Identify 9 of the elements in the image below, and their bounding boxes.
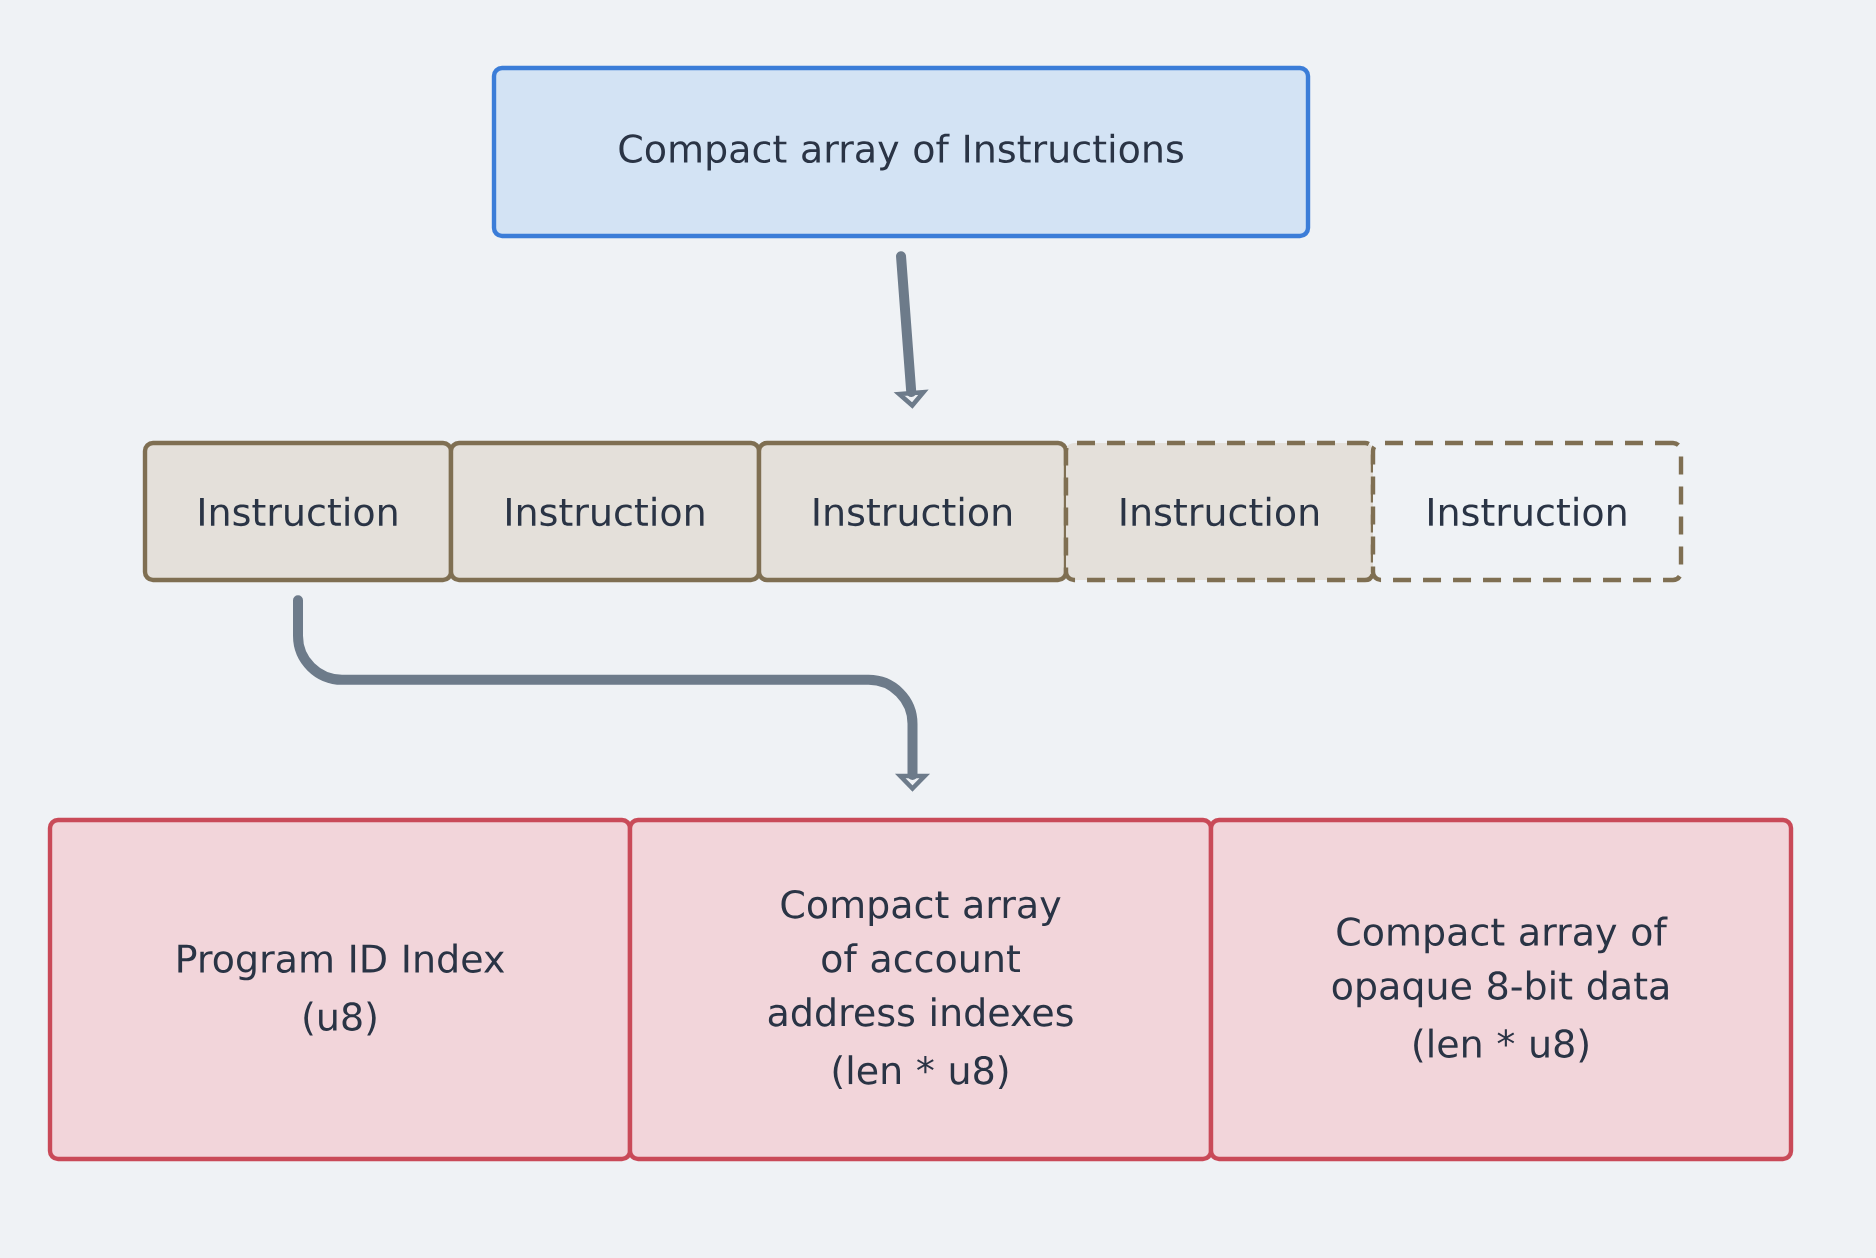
field-box: Compact array of opaque 8-bit data (len * u8) <box>1208 817 1794 1162</box>
field-box: Compact array of account address indexes (len * u8) <box>627 817 1214 1162</box>
title-box: Compact array of Instructions <box>491 65 1311 239</box>
instruction-box: Instruction <box>448 440 762 583</box>
instruction-box: Instruction <box>1063 440 1376 583</box>
field-box: Program ID Index (u8) <box>47 817 633 1162</box>
instruction-box: Instruction <box>1370 440 1684 583</box>
instruction-box: Instruction <box>756 440 1069 583</box>
instruction-box: Instruction <box>142 440 454 583</box>
